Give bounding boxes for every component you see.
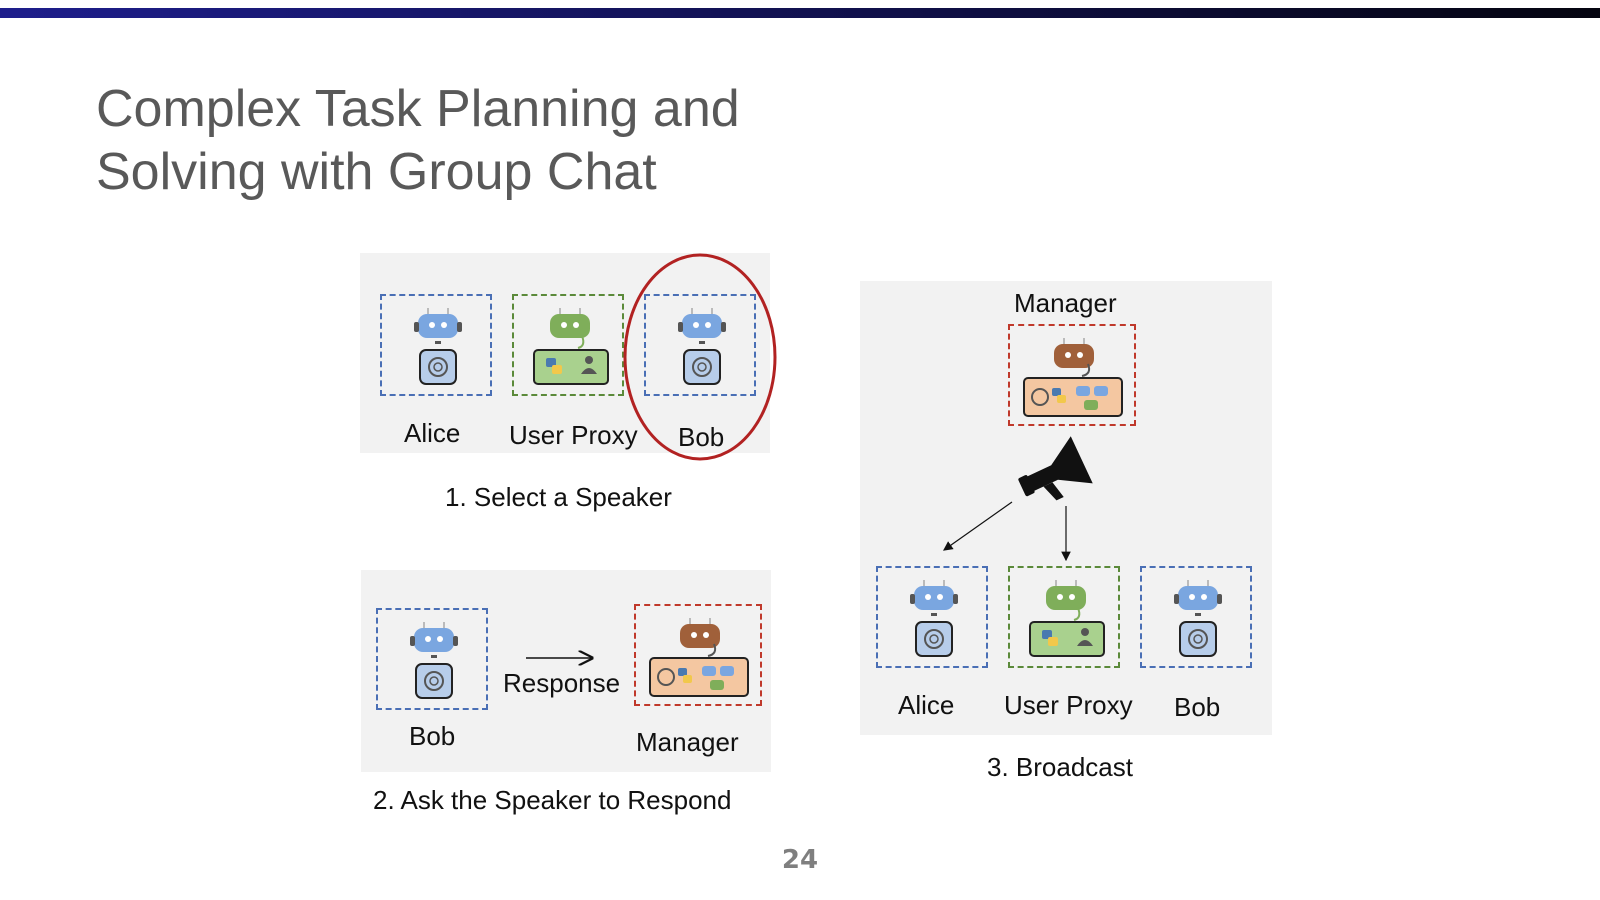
- title-line-1: Complex Task Planning and: [96, 80, 740, 138]
- assistant-robot-icon: [910, 580, 958, 657]
- user-proxy-agent-box: [512, 294, 624, 396]
- step1-user-proxy-label: User Proxy: [509, 420, 638, 450]
- slide-top-bar: [0, 8, 1600, 18]
- page-number: 24: [781, 845, 819, 875]
- slide-title: Complex Task Planning and Solving with G…: [96, 78, 856, 204]
- step3-manager-agent-box: [1008, 324, 1136, 426]
- step3-user-proxy-label: User Proxy: [1004, 690, 1133, 720]
- assistant-robot-icon: [414, 308, 462, 385]
- step3-bob-agent-box: [1140, 566, 1252, 668]
- step2-caption: 2. Ask the Speaker to Respond: [373, 785, 732, 815]
- step1-alice-label: Alice: [404, 418, 461, 448]
- assistant-robot-icon: [410, 622, 458, 699]
- step2-manager-agent-box: [634, 604, 762, 706]
- step3-manager-label: Manager: [1014, 288, 1117, 318]
- step3-bob-label: Bob: [1174, 692, 1221, 722]
- step2-manager-label: Manager: [636, 727, 739, 757]
- manager-robot-icon: [649, 618, 749, 697]
- step1-bob-label: Bob: [678, 422, 725, 452]
- step3-alice-label: Alice: [898, 690, 955, 720]
- alice-agent-box: [380, 294, 492, 396]
- manager-robot-icon: [1023, 338, 1123, 417]
- bob-agent-box: [644, 294, 756, 396]
- user-proxy-robot-icon: [1029, 580, 1105, 657]
- assistant-robot-icon: [1174, 580, 1222, 657]
- title-line-2: Solving with Group Chat: [96, 143, 657, 201]
- user-proxy-robot-icon: [533, 308, 609, 385]
- step3-caption: 3. Broadcast: [987, 752, 1133, 782]
- step2-arrow-label: Response: [503, 668, 621, 698]
- speaker-bob-agent-box: [376, 608, 488, 710]
- step2-speaker-label: Bob: [409, 721, 456, 751]
- assistant-robot-icon: [678, 308, 726, 385]
- step3-alice-agent-box: [876, 566, 988, 668]
- step3-user-proxy-agent-box: [1008, 566, 1120, 668]
- step1-caption: 1. Select a Speaker: [445, 482, 672, 512]
